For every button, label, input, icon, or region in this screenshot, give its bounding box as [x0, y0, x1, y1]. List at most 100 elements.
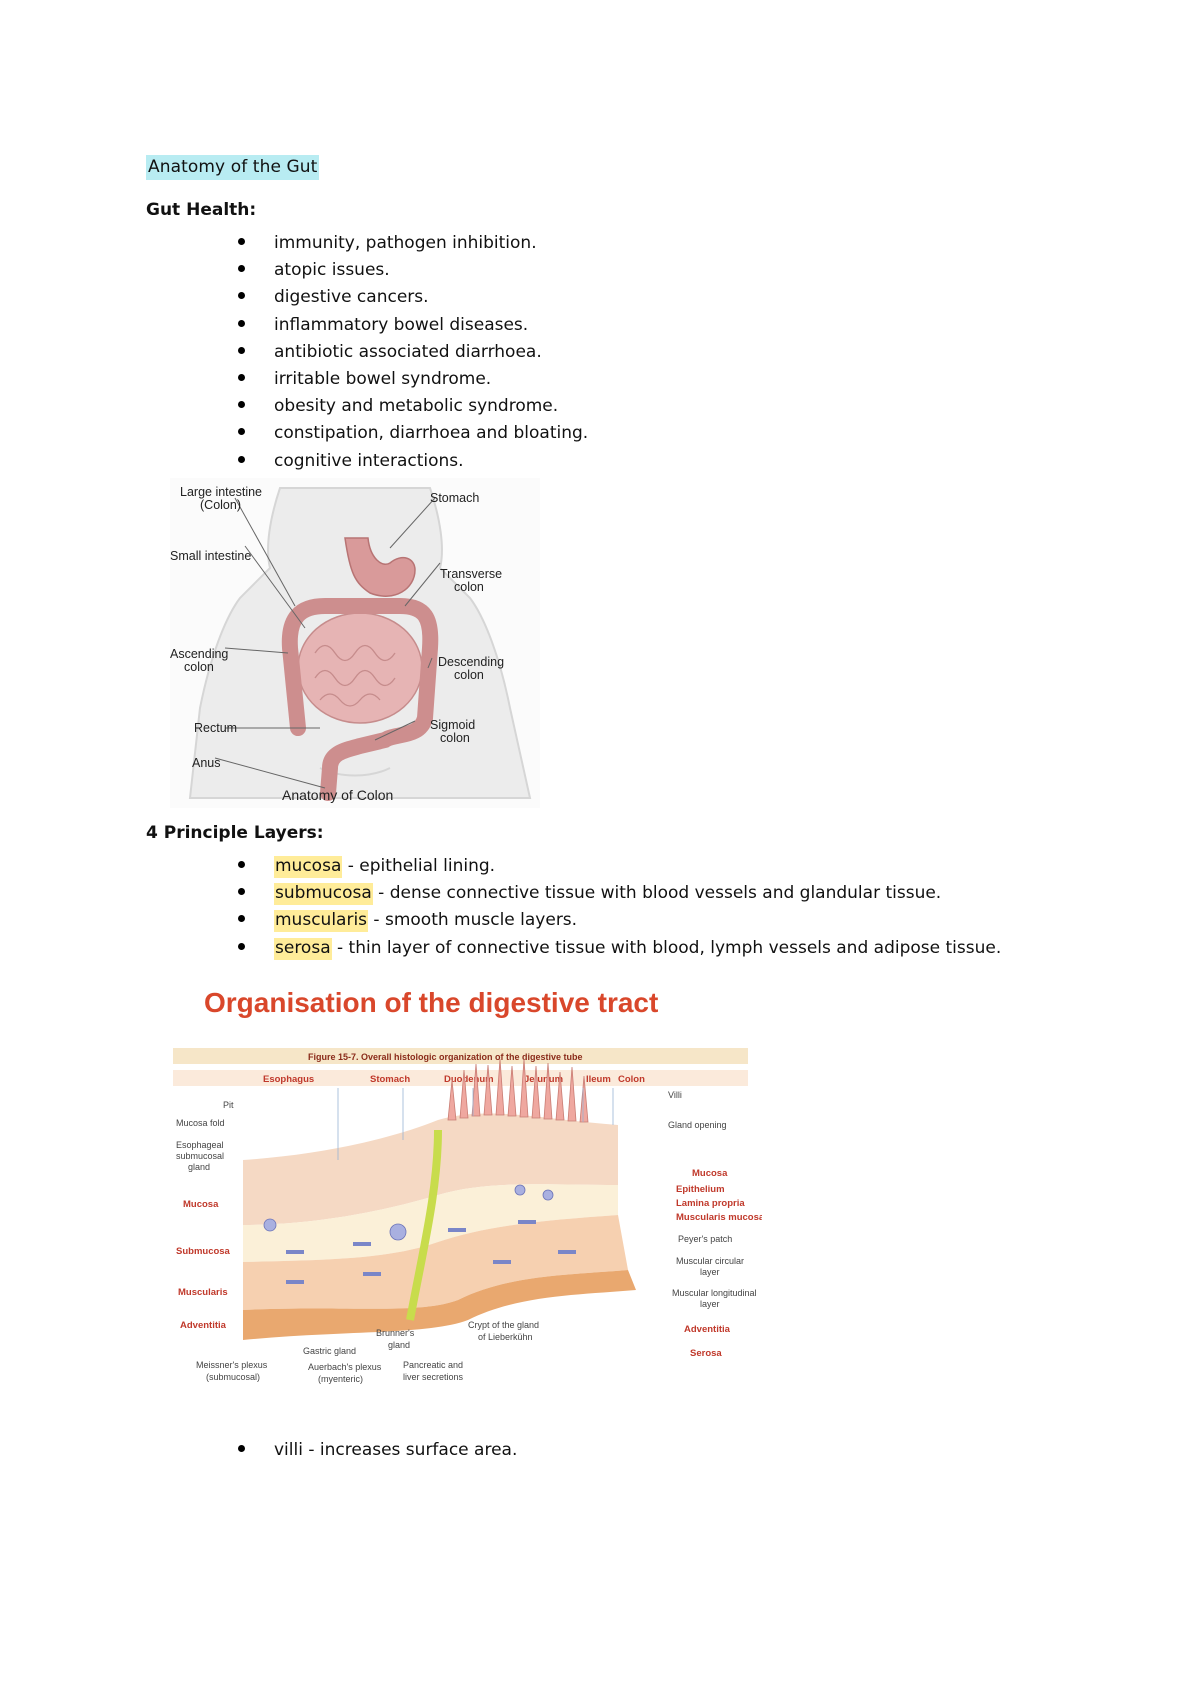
figure-title: Organisation of the digestive tract	[204, 987, 658, 1018]
intestine-folds	[314, 644, 396, 707]
layers-heading: 4 Principle Layers:	[146, 823, 324, 843]
bottom-labels: Meissner's plexus (submucosal) Gastric g…	[196, 1320, 539, 1384]
figure-subtitle: Figure 15-7. Overall histologic organiza…	[308, 1052, 583, 1062]
bullet-icon	[238, 942, 245, 950]
label-adventitia-left: Adventitia	[180, 1320, 227, 1331]
right-labels: Villi Gland opening Mucosa Epithelium La…	[668, 1090, 762, 1359]
label-circular: Muscular circular	[676, 1256, 744, 1266]
list-item: constipation, diarrhoea and bloating.	[146, 420, 588, 447]
label-pit: Pit	[223, 1100, 234, 1110]
label-transverse: Transverse	[440, 567, 502, 581]
label-meissner: Meissner's plexus	[196, 1360, 268, 1370]
region-esophagus: Esophagus	[263, 1074, 314, 1085]
label-pancreatic: Pancreatic and	[403, 1360, 463, 1370]
plexus-markers	[286, 1220, 576, 1284]
list-item: villi - increases surface area.	[146, 1437, 517, 1464]
bullet-icon	[238, 861, 245, 868]
bullet-icon	[238, 888, 245, 896]
gut-health-list: immunity, pathogen inhibition. atopic is…	[146, 230, 588, 475]
list-item: digestive cancers.	[146, 284, 588, 311]
label-large-intestine: Large intestine	[180, 485, 262, 499]
label-esophageal: Esophageal	[176, 1140, 224, 1150]
label-submucosa-left: Submucosa	[176, 1246, 231, 1257]
muscularis-layer	[243, 1215, 628, 1310]
highlighted-term: mucosa	[274, 856, 343, 878]
label-muscularis-left: Muscularis	[178, 1287, 228, 1298]
region-dividers	[337, 1088, 614, 1160]
highlighted-term: submucosa	[274, 883, 373, 906]
list-item: obesity and metabolic syndrome.	[146, 393, 588, 420]
colon-organ	[281, 598, 439, 801]
villi-cluster	[447, 1058, 589, 1123]
digestive-tract-figure: Organisation of the digestive tract Figu…	[148, 970, 762, 1440]
region-labels: Esophagus Stomach Duodenum Jejunum Ileum…	[263, 1074, 645, 1085]
region-jejunum: Jejunum	[524, 1074, 563, 1085]
list-item: mucosa - epithelial lining.	[146, 853, 1001, 880]
region-stomach: Stomach	[370, 1074, 410, 1085]
pancreatic-duct	[406, 1129, 442, 1321]
label-brunner-gland: gland	[388, 1340, 410, 1350]
bullet-icon	[238, 1445, 245, 1452]
leader-lines	[214, 497, 441, 789]
colon-anatomy-figure: Large intestine (Colon) Stomach Small in…	[170, 478, 540, 808]
label-lieberkuhn: of Lieberkühn	[478, 1332, 533, 1342]
list-item: immunity, pathogen inhibition.	[146, 230, 588, 257]
bullet-icon	[238, 373, 245, 381]
label-gastric-gland: Gastric gland	[303, 1346, 356, 1356]
highlighted-term: serosa	[274, 937, 332, 960]
label-brunner: Brunner's	[376, 1328, 415, 1338]
label-gland-opening: Gland opening	[668, 1120, 727, 1130]
figure-subtitle-band	[173, 1048, 748, 1064]
bullet-icon	[238, 915, 245, 923]
label-serosa: Serosa	[690, 1348, 722, 1359]
label-anus: Anus	[192, 756, 221, 770]
bullet-icon	[238, 455, 245, 463]
label-ascending: Ascending	[170, 647, 228, 661]
label-descending-colon: colon	[454, 668, 484, 682]
list-item: antibiotic associated diarrhoea.	[146, 339, 588, 366]
list-item: cognitive interactions.	[146, 448, 588, 475]
label-peyers-patch: Peyer's patch	[678, 1234, 732, 1244]
bullet-icon	[238, 292, 245, 300]
bullet-icon	[238, 265, 245, 273]
label-meissner-sub: (submucosal)	[206, 1372, 260, 1382]
label-adventitia-right: Adventitia	[684, 1324, 731, 1335]
label-transverse-colon: colon	[454, 580, 484, 594]
label-longitudinal: Muscular longitudinal	[672, 1288, 757, 1298]
small-intestine-organ	[297, 612, 423, 724]
list-item: serosa - thin layer of connective tissue…	[146, 935, 1001, 962]
bullet-icon	[238, 428, 245, 436]
label-mucosa-left: Mucosa	[183, 1199, 219, 1210]
label-liver-secretions: liver secretions	[403, 1372, 464, 1382]
bullet-icon	[238, 401, 245, 409]
label-muscularis-mucosae: Muscularis mucosae	[676, 1212, 762, 1223]
label-gland: gland	[188, 1162, 210, 1172]
list-item: irritable bowel syndrome.	[146, 366, 588, 393]
label-stomach: Stomach	[430, 491, 479, 505]
villi-list: villi - increases surface area.	[146, 1437, 517, 1464]
label-sigmoid-colon: colon	[440, 731, 470, 745]
label-lamina-propria: Lamina propria	[676, 1198, 745, 1209]
region-duodenum: Duodenum	[444, 1074, 494, 1085]
list-item: submucosa - dense connective tissue with…	[146, 880, 1001, 907]
label-auerbach-sub: (myenteric)	[318, 1374, 363, 1384]
label-small-intestine: Small intestine	[170, 549, 251, 563]
gland-markers	[263, 1184, 554, 1241]
left-labels: Pit Mucosa fold Esophageal submucosal gl…	[176, 1100, 234, 1331]
label-colon-paren: (Colon)	[200, 498, 241, 512]
label-sigmoid: Sigmoid	[430, 718, 475, 732]
bullet-icon	[238, 346, 245, 354]
gut-health-heading: Gut Health:	[146, 200, 257, 220]
label-longitudinal-layer: layer	[700, 1299, 720, 1309]
label-epithelium: Epithelium	[676, 1184, 725, 1195]
label-ascending-colon: colon	[184, 660, 214, 674]
label-crypt: Crypt of the gland	[468, 1320, 539, 1330]
label-circular-layer: layer	[700, 1267, 720, 1277]
stomach-organ	[344, 537, 416, 597]
list-item: muscularis - smooth muscle layers.	[146, 907, 1001, 934]
bullet-icon	[238, 319, 245, 327]
label-mucosa-fold: Mucosa fold	[176, 1118, 225, 1128]
bullet-icon	[238, 238, 245, 245]
label-submucosal: submucosal	[176, 1151, 224, 1161]
label-descending: Descending	[438, 655, 504, 669]
